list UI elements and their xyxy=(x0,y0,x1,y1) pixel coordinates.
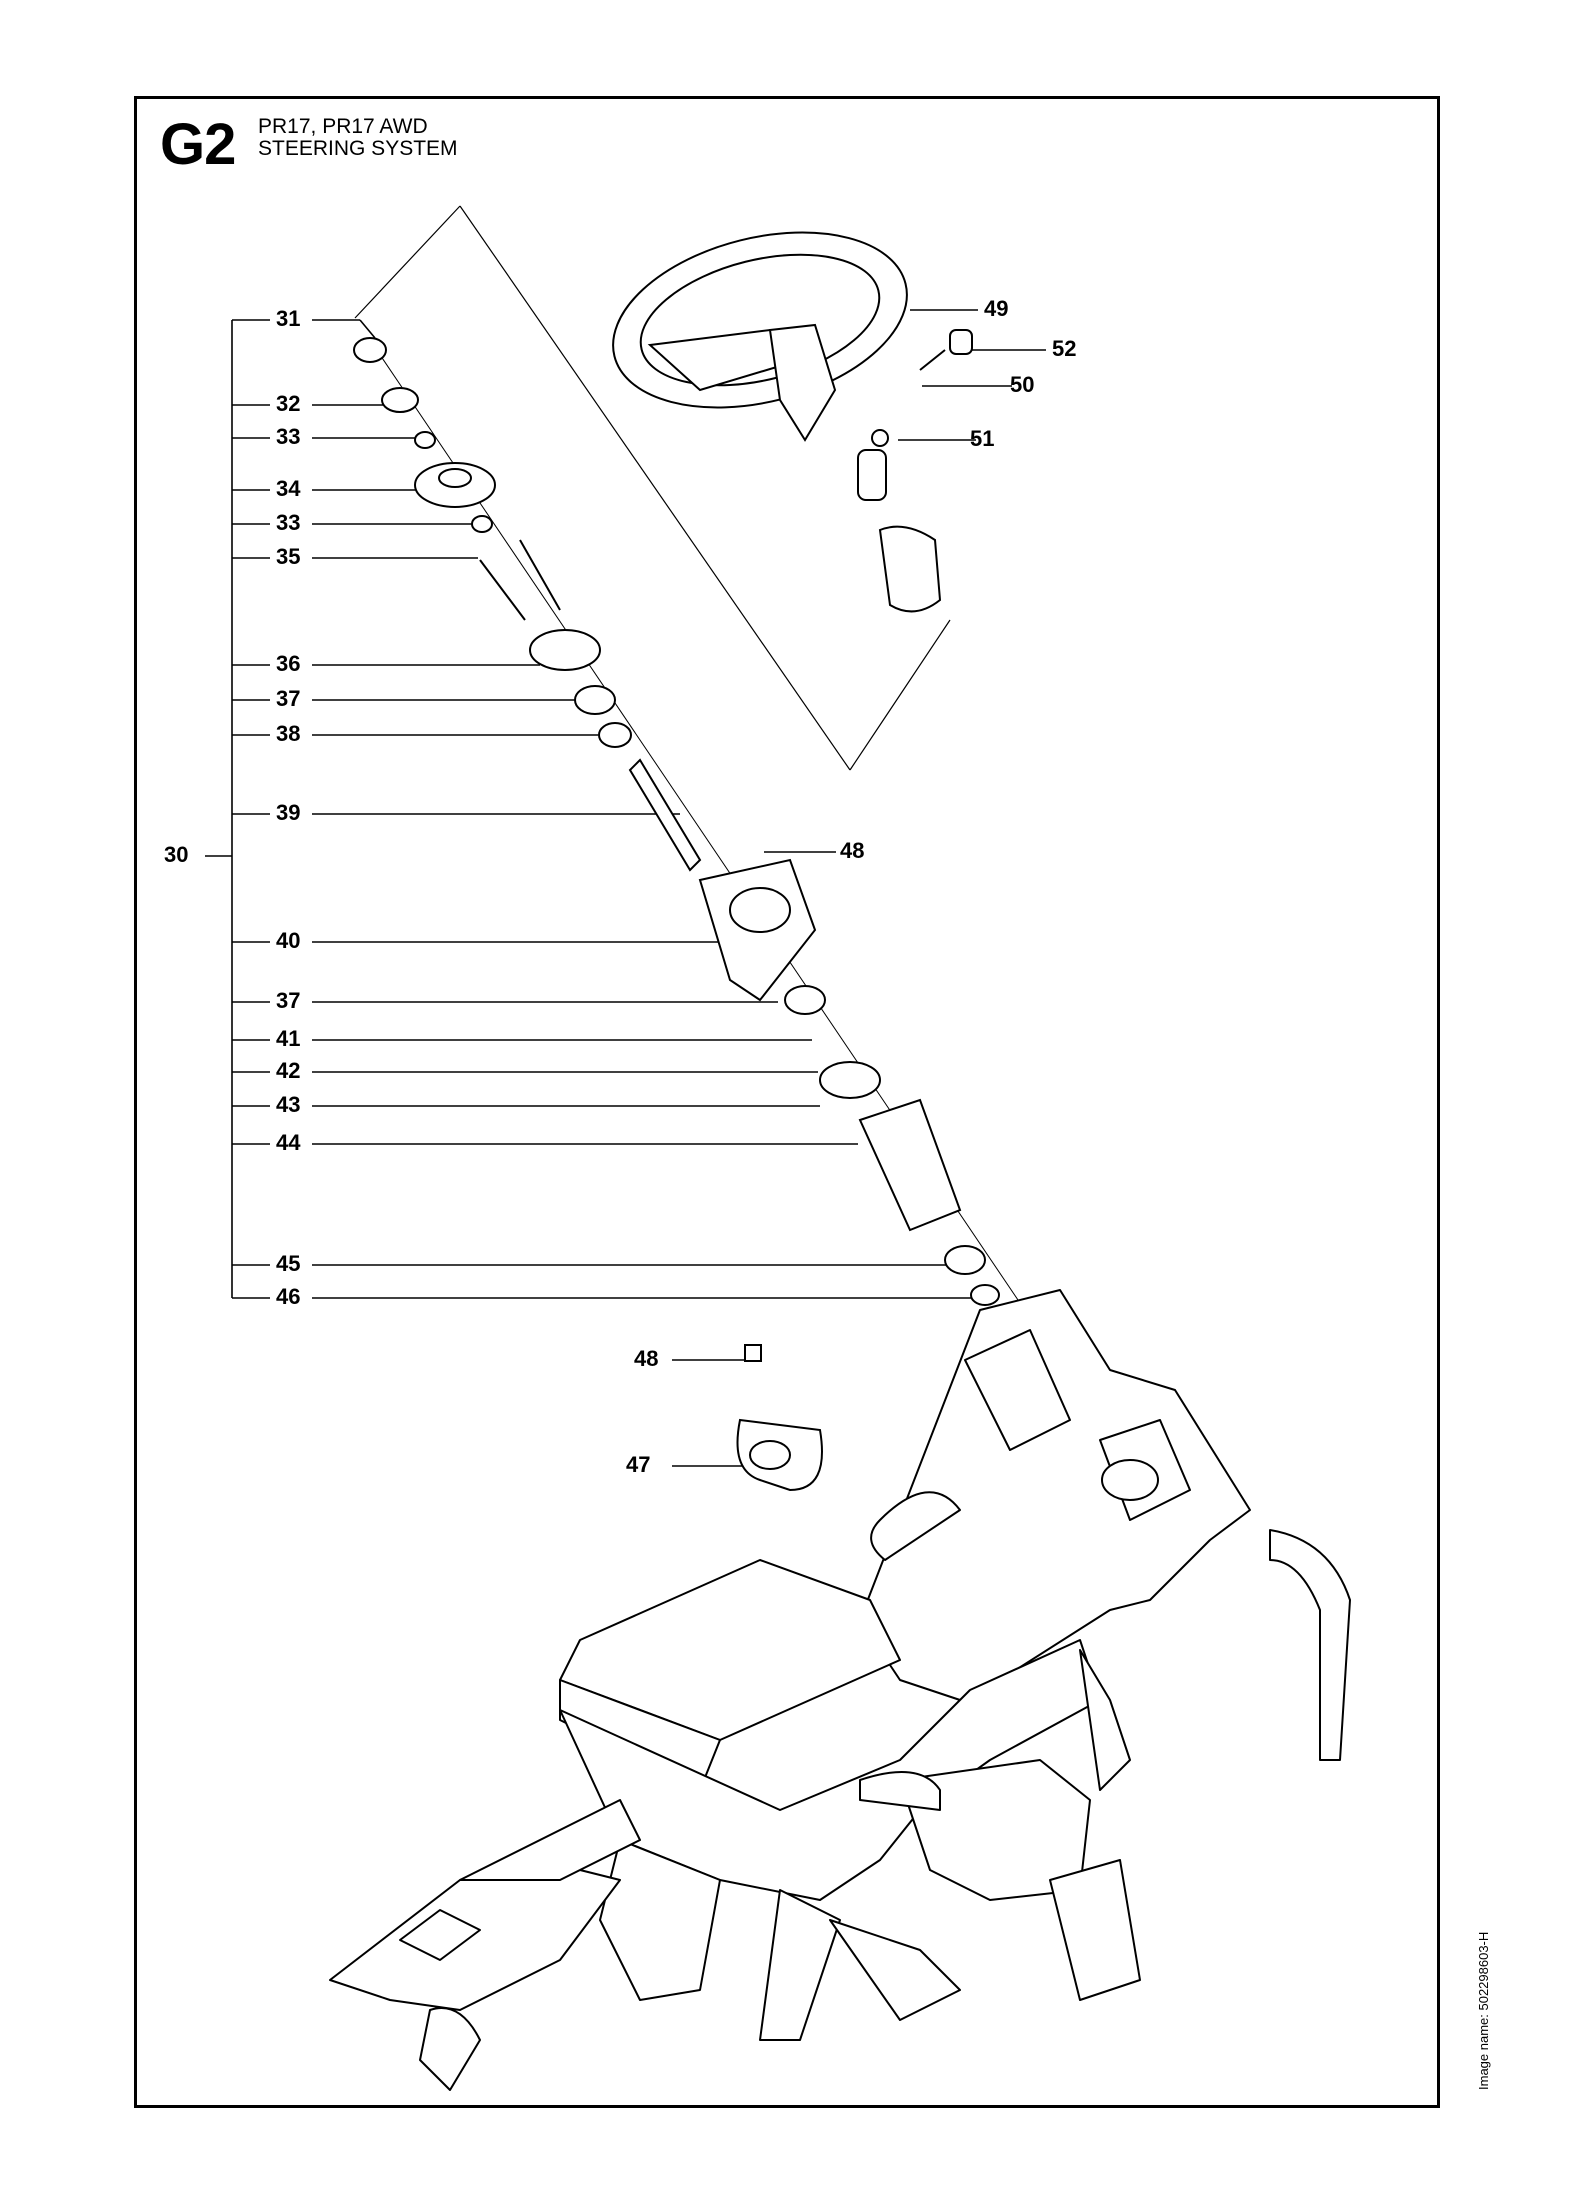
callout-30: 30 xyxy=(164,842,189,867)
callout-48: 48 xyxy=(634,1346,659,1371)
callout-37: 37 xyxy=(276,686,301,711)
section-code: G2 xyxy=(160,112,236,177)
callout-33: 33 xyxy=(276,424,301,449)
callout-46: 46 xyxy=(276,1284,301,1309)
callout-41: 41 xyxy=(276,1026,301,1051)
system-line: STEERING SYSTEM xyxy=(258,137,458,160)
drawing-frame xyxy=(134,96,1440,2108)
callout-48: 48 xyxy=(840,838,865,863)
callout-34: 34 xyxy=(276,476,301,501)
callout-35: 35 xyxy=(276,544,301,569)
callout-47: 47 xyxy=(626,1452,651,1477)
callout-44: 44 xyxy=(276,1130,301,1155)
callout-33: 33 xyxy=(276,510,301,535)
section-title: PR17, PR17 AWD STEERING SYSTEM xyxy=(258,116,458,160)
callout-38: 38 xyxy=(276,721,301,746)
callout-43: 43 xyxy=(276,1092,301,1117)
callout-40: 40 xyxy=(276,928,301,953)
image-name-label: Image name: 502298603-H xyxy=(1476,1931,1491,2090)
wheel-hub-cap xyxy=(871,329,973,447)
callout-42: 42 xyxy=(276,1058,301,1083)
mower-frame xyxy=(329,1289,1351,2091)
steering-wheel xyxy=(612,231,942,613)
callout-51: 51 xyxy=(970,426,995,451)
model-line: PR17, PR17 AWD xyxy=(258,115,428,138)
column-parts xyxy=(353,337,1000,1492)
callout-36: 36 xyxy=(276,651,301,676)
callout-31: 31 xyxy=(276,306,301,331)
callout-32: 32 xyxy=(276,391,301,416)
callout-39: 39 xyxy=(276,800,301,825)
callout-50: 50 xyxy=(1010,372,1035,397)
callout-49: 49 xyxy=(984,296,1009,321)
callout-45: 45 xyxy=(276,1251,301,1276)
callout-52: 52 xyxy=(1052,336,1077,361)
callout-37: 37 xyxy=(276,988,301,1013)
